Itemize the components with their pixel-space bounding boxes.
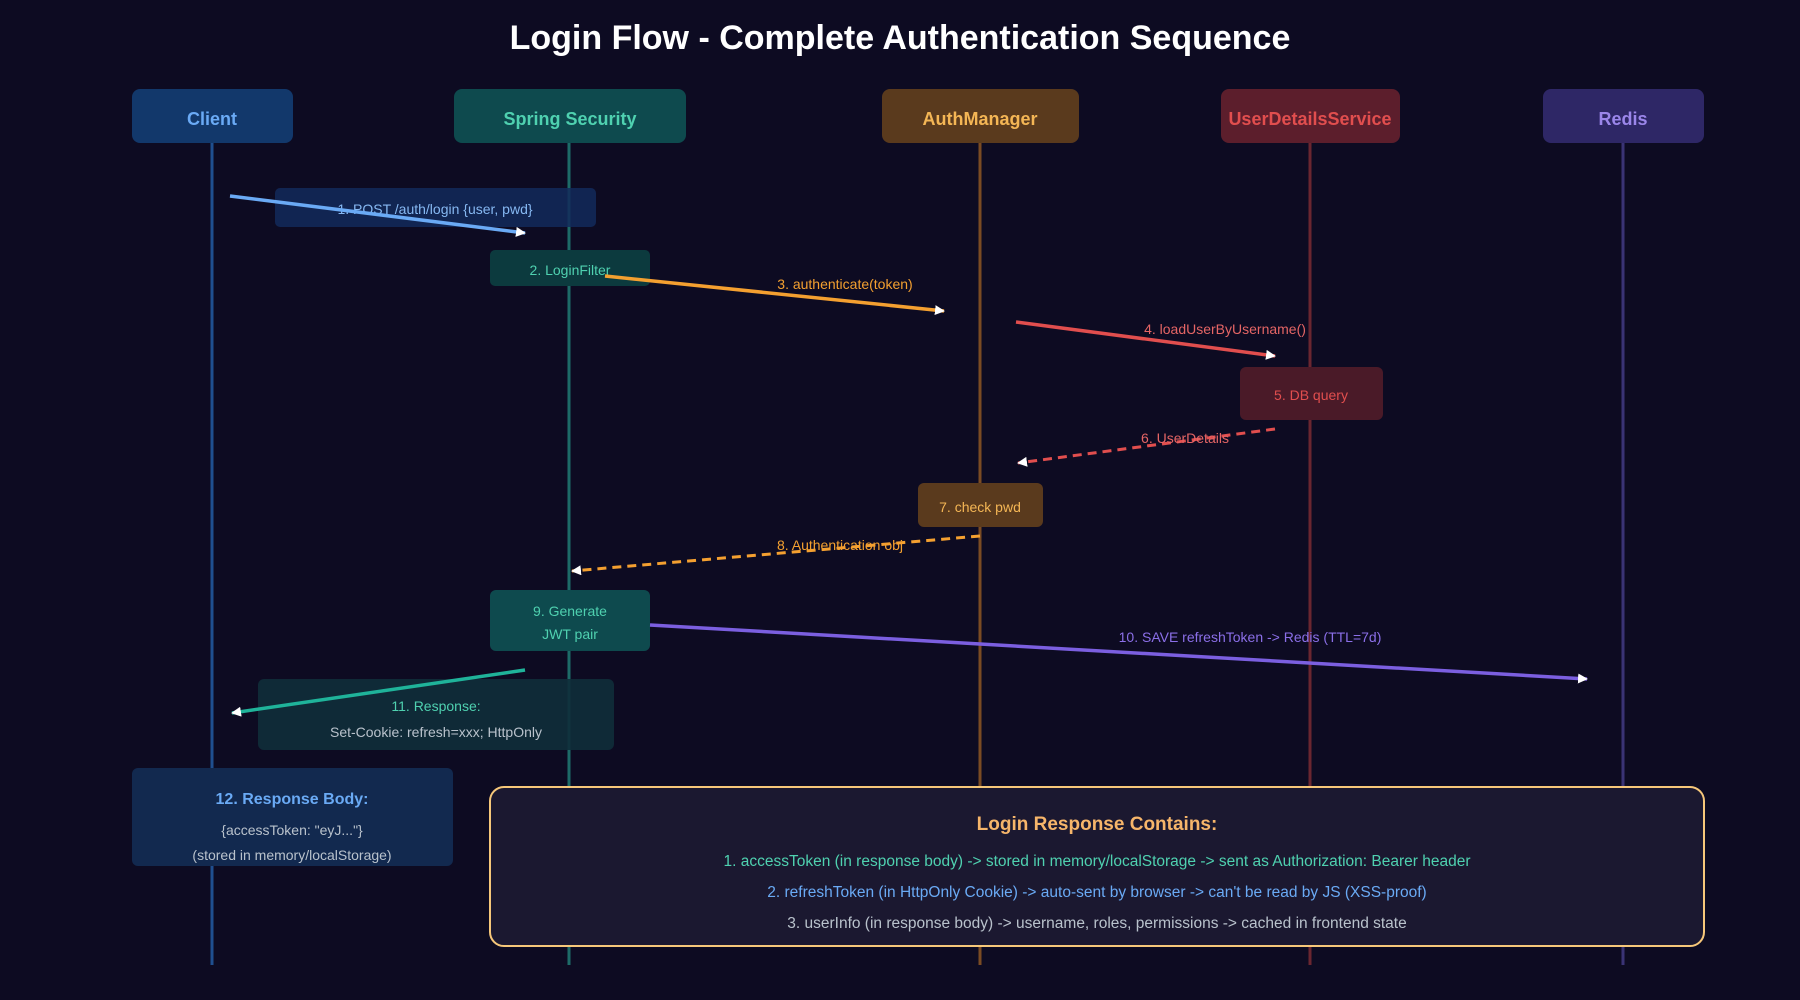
message-10-label: 10. SAVE refreshToken -> Redis (TTL=7d) (1119, 629, 1382, 645)
note-2-label: 2. LoginFilter (530, 262, 611, 278)
actor-spring-security: Spring Security (454, 89, 686, 143)
actor-auth-manager: AuthManager (882, 89, 1079, 143)
message-10-arrow (649, 623, 1588, 684)
note-9-label-line2: JWT pair (542, 626, 598, 642)
message-3-arrow (604, 274, 945, 316)
actor-spring-security-label: Spring Security (503, 109, 636, 129)
message-4-label: 4. loadUserByUsername() (1144, 321, 1306, 337)
message-11-label-line1: 11. Response: (391, 698, 480, 714)
response-body-title: 12. Response Body: (216, 791, 369, 808)
summary-title: Login Response Contains: (977, 814, 1218, 835)
response-body-line2: (stored in memory/localStorage) (192, 847, 391, 863)
note-5-label: 5. DB query (1274, 387, 1348, 403)
message-11-label-line2: Set-Cookie: refresh=xxx; HttpOnly (330, 724, 542, 740)
actor-user-details-service: UserDetailsService (1221, 89, 1400, 143)
message-3-label: 3. authenticate(token) (777, 276, 912, 292)
note-7-label: 7. check pwd (939, 499, 1021, 515)
actor-auth-manager-label: AuthManager (922, 109, 1037, 129)
actor-redis-label: Redis (1598, 109, 1647, 129)
message-1-label: 1. POST /auth/login {user, pwd} (337, 201, 532, 217)
message-8-arrow (571, 534, 981, 576)
message-11-arrow (231, 668, 526, 717)
actor-user-details-service-label: UserDetailsService (1228, 109, 1391, 129)
response-body-line1: {accessToken: "eyJ..."} (221, 822, 363, 838)
note-7-box (918, 483, 1043, 527)
page-title: Login Flow - Complete Authentication Seq… (510, 19, 1291, 57)
message-6-arrow (1017, 427, 1276, 467)
message-1-label-box (275, 188, 596, 227)
note-9-label-line1: 9. Generate (533, 603, 607, 619)
summary-line-3: 3. userInfo (in response body) -> userna… (787, 915, 1406, 932)
note-9-box (490, 590, 650, 651)
message-6-label: 6. UserDetails (1141, 430, 1229, 446)
summary-line-2: 2. refreshToken (in HttpOnly Cookie) -> … (767, 884, 1426, 901)
note-5-box (1240, 367, 1383, 420)
message-4-arrow (1015, 320, 1276, 360)
message-8-label: 8. Authentication obj (777, 537, 903, 553)
summary-line-1: 1. accessToken (in response body) -> sto… (724, 853, 1471, 870)
response-body-box: 12. Response Body: {accessToken: "eyJ...… (132, 768, 453, 866)
actor-redis: Redis (1543, 89, 1704, 143)
actor-client: Client (132, 89, 293, 143)
actor-client-label: Client (187, 109, 237, 129)
message-1-arrow (229, 194, 526, 237)
summary-panel: Login Response Contains: 1. accessToken … (489, 786, 1705, 947)
